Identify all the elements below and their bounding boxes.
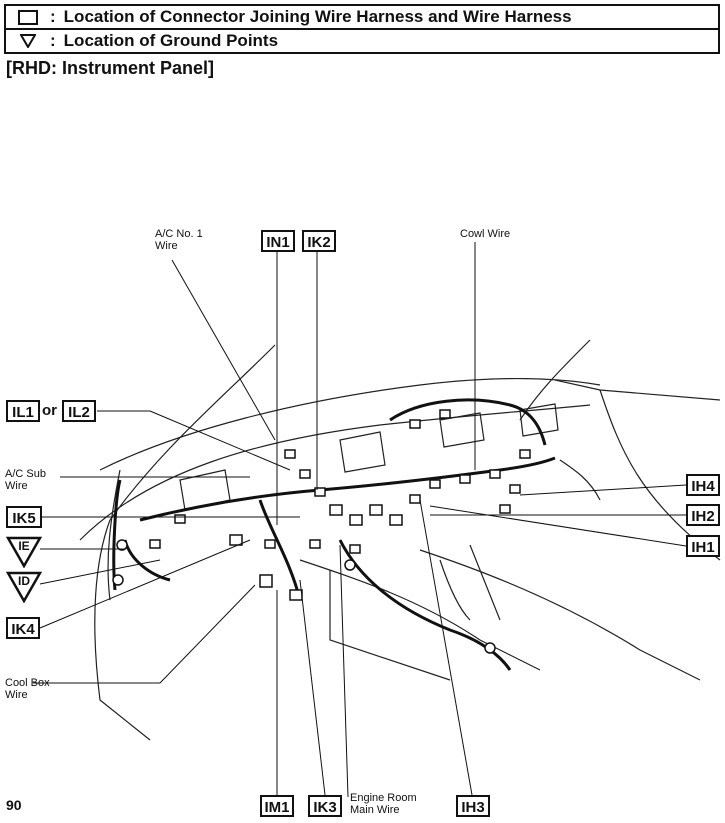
connector-IH3: IH3: [456, 795, 490, 817]
connector-IK2: IK2: [302, 230, 336, 252]
connector-IK4: IK4: [6, 617, 40, 639]
connector-IN1: IN1: [261, 230, 295, 252]
legend-ground-text: Location of Ground Points: [63, 31, 279, 50]
page-number: 90: [6, 797, 22, 813]
connector-box-icon: [6, 9, 50, 25]
legend-connector-text: Location of Connector Joining Wire Harne…: [63, 7, 572, 26]
connector-IH2: IH2: [686, 504, 720, 526]
cowl-wire-label: Cowl Wire: [460, 228, 511, 240]
connector-IH4: IH4: [686, 474, 720, 496]
connector-IL1: IL1: [6, 400, 40, 422]
connector-IM1: IM1: [260, 795, 294, 817]
legend-ground-row: : Location of Ground Points: [6, 28, 718, 52]
connector-IK3: IK3: [308, 795, 342, 817]
connector-IK5: IK5: [6, 506, 42, 528]
ground-point-ID: ID: [6, 571, 42, 603]
or-text: or: [42, 402, 57, 419]
legend-connector-row: : Location of Connector Joining Wire Har…: [6, 6, 718, 28]
section-title: [RHD: Instrument Panel]: [6, 58, 215, 78]
ground-triangle-icon: [6, 34, 50, 48]
connector-IL2: IL2: [62, 400, 96, 422]
ground-point-IE: IE: [6, 536, 42, 568]
legend: : Location of Connector Joining Wire Har…: [4, 4, 720, 54]
connector-IH1: IH1: [686, 535, 720, 557]
